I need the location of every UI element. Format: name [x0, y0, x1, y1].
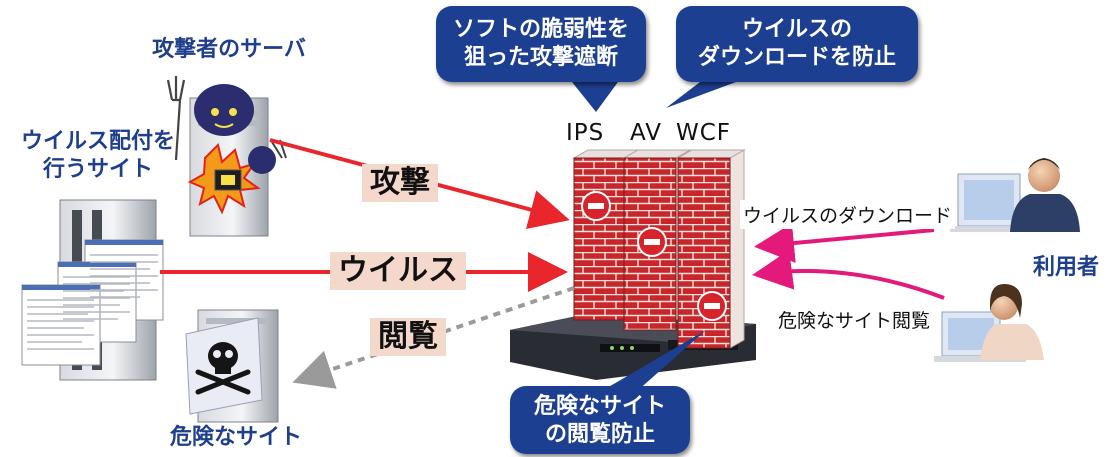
bubble-wcf-line1: 危険なサイト — [533, 394, 666, 419]
bubble-wcf: 危険なサイト の閲覧防止 — [510, 386, 690, 454]
skull-icon — [185, 309, 279, 423]
attacker-server-label: 攻撃者のサーバ — [152, 37, 306, 62]
block-sign-icon — [637, 227, 667, 257]
bubble-ips-line2: 狙った攻撃遮断 — [463, 45, 618, 70]
bubble-tail — [572, 82, 618, 112]
block-sign-icon — [697, 291, 727, 321]
virus-site-label-line1: ウイルス配付を — [20, 129, 175, 154]
virus-site-label-line2: 行うサイト — [42, 157, 153, 182]
bubble-ips-line1: ソフトの脆弱性を — [452, 17, 629, 42]
virus-site-label: ウイルス配付を 行うサイト — [0, 128, 196, 184]
user-icon — [950, 158, 1080, 232]
users-label: 利用者 — [1032, 255, 1099, 280]
bubble-av-line2: ダウンロードを防止 — [697, 45, 896, 70]
web-page-icon — [21, 199, 164, 381]
label-ips: IPS — [566, 120, 605, 146]
label-av: AV — [630, 120, 662, 146]
danger-browse-label: 危険なサイト閲覧 — [778, 310, 931, 332]
label-wcf: WCF — [676, 120, 732, 146]
bubble-tail — [600, 330, 706, 392]
virus-tag: ウイルス — [330, 252, 466, 290]
download-arrow — [754, 223, 935, 263]
bubble-ips: ソフトの脆弱性を 狙った攻撃遮断 — [436, 6, 646, 82]
user-icon — [934, 284, 1044, 362]
download-label: ウイルスのダウンロード — [740, 200, 956, 229]
bubble-tail — [666, 82, 736, 108]
danger-browse-arrow — [752, 249, 945, 300]
bubble-av: ウイルスの ダウンロードを防止 — [676, 6, 918, 82]
danger-site-label: 危険なサイト — [169, 425, 302, 450]
devil-server-icon — [166, 76, 287, 237]
attack-tag: 攻撃 — [362, 164, 438, 202]
bubble-av-line1: ウイルスの — [741, 17, 852, 42]
block-sign-icon — [581, 191, 611, 221]
bubble-wcf-line2: の閲覧防止 — [544, 422, 655, 447]
browse-tag: 閲覧 — [370, 318, 446, 356]
